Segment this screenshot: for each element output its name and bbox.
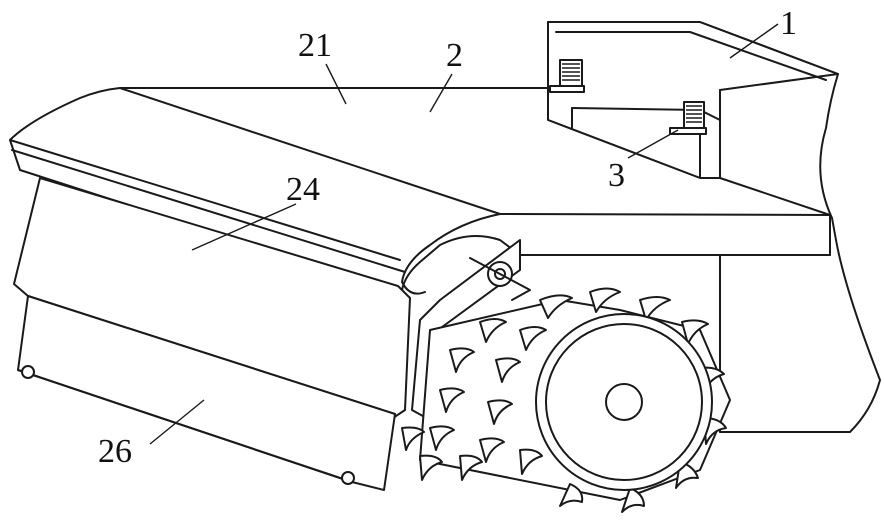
label-21: 21 <box>298 27 332 64</box>
label-26: 26 <box>98 433 132 470</box>
label-1: 1 <box>780 5 797 42</box>
label-3: 3 <box>608 157 625 194</box>
label-24: 24 <box>286 171 320 208</box>
label-2: 2 <box>446 37 463 74</box>
end-wheel <box>536 314 712 490</box>
